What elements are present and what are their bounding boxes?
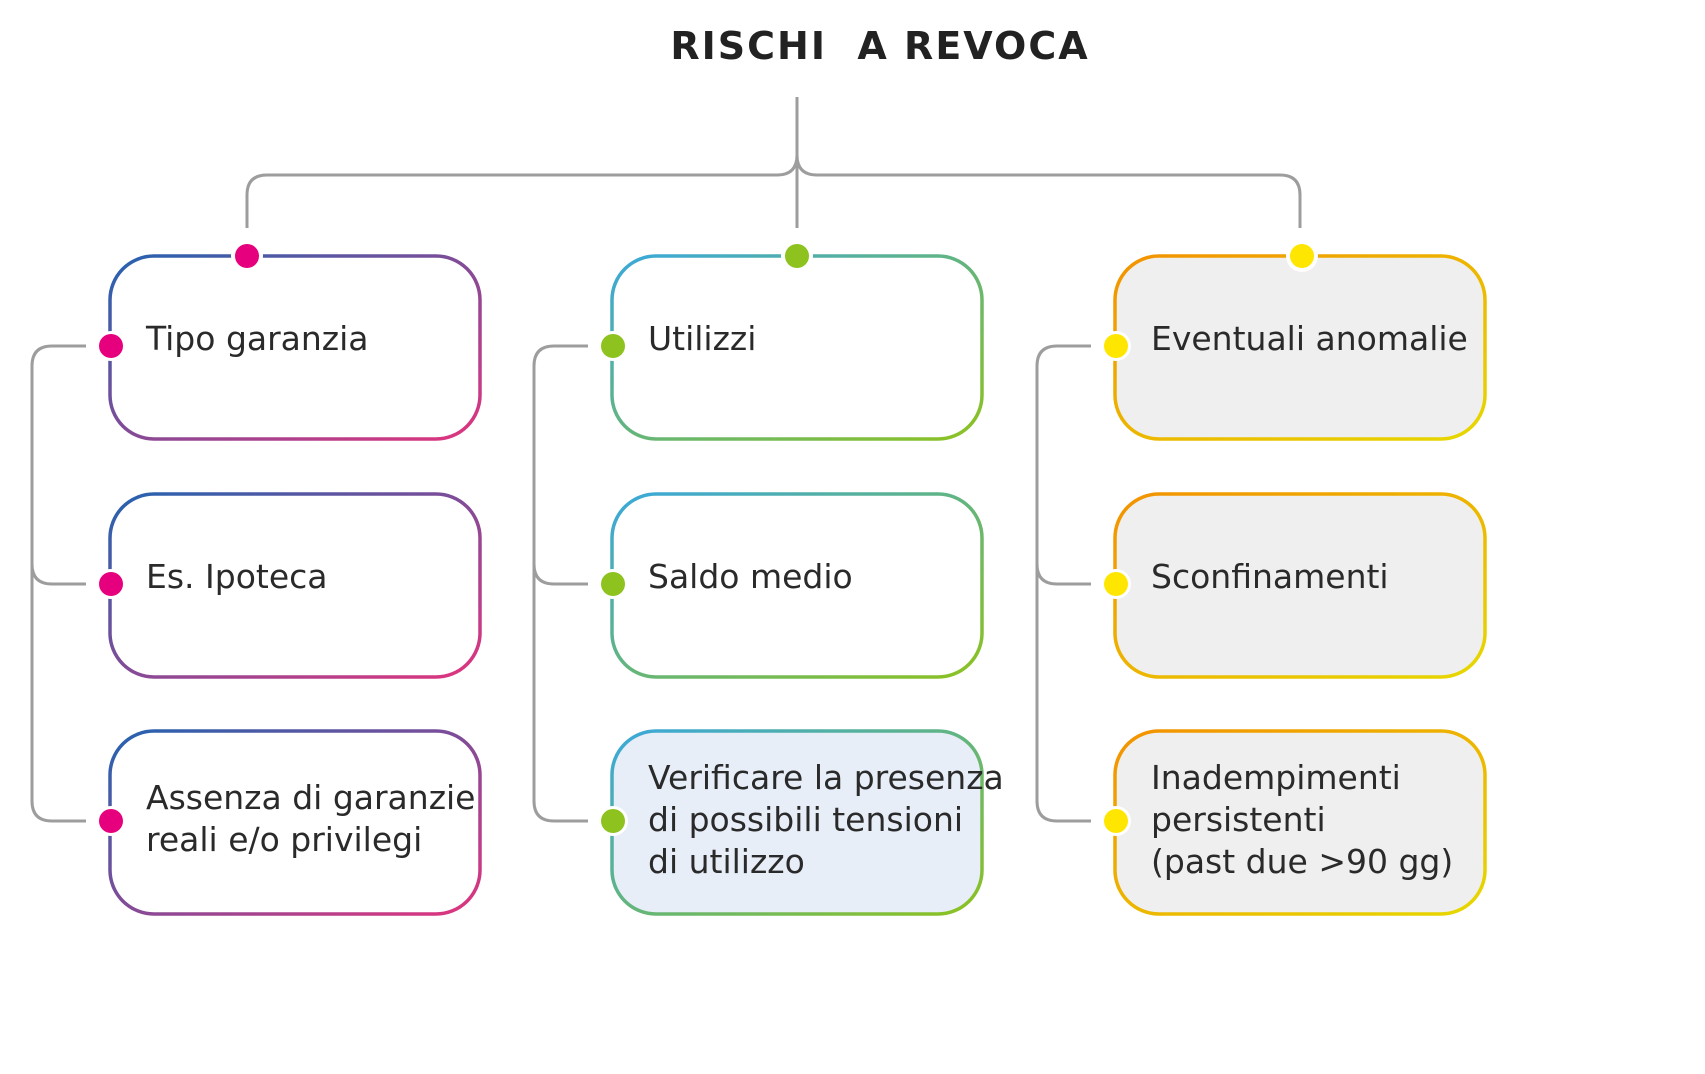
column-bracket bbox=[30, 344, 86, 823]
column-bracket-middle bbox=[1035, 563, 1091, 586]
node-label: Saldo medio bbox=[648, 557, 853, 596]
node-label: Verificare la presenza di possibili tens… bbox=[648, 758, 1004, 881]
node-dot bbox=[1104, 572, 1128, 596]
column-bracket bbox=[532, 344, 588, 823]
node-label: Inadempimenti persistenti (past due >90 … bbox=[1151, 758, 1454, 881]
node-dot bbox=[1104, 334, 1128, 358]
node-dot bbox=[601, 572, 625, 596]
node-label: Assenza di garanzie reali e/o privilegi bbox=[146, 778, 476, 859]
column-bracket-middle bbox=[30, 563, 86, 586]
node-dot bbox=[99, 334, 123, 358]
column-bracket bbox=[1035, 344, 1091, 823]
node-dot bbox=[99, 572, 123, 596]
node-dot bbox=[1104, 809, 1128, 833]
connector-trunk-right bbox=[795, 154, 1302, 228]
connector-trunk-left bbox=[245, 97, 799, 228]
node-label: Utilizzi bbox=[648, 319, 757, 358]
column-bracket-middle bbox=[532, 563, 588, 586]
node-label: Eventuali anomalie bbox=[1151, 319, 1468, 358]
node-dot bbox=[99, 809, 123, 833]
top-node-dot bbox=[785, 244, 809, 268]
diagram-title: RISCHI A REVOCA bbox=[670, 24, 1090, 68]
node-label: Sconfinamenti bbox=[1151, 557, 1389, 596]
node-dot bbox=[601, 334, 625, 358]
node-label: Es. Ipoteca bbox=[146, 557, 328, 596]
node-label: Tipo garanzia bbox=[146, 319, 369, 358]
top-node-dot bbox=[235, 244, 259, 268]
top-node-dot bbox=[1290, 244, 1314, 268]
node-dot bbox=[601, 809, 625, 833]
